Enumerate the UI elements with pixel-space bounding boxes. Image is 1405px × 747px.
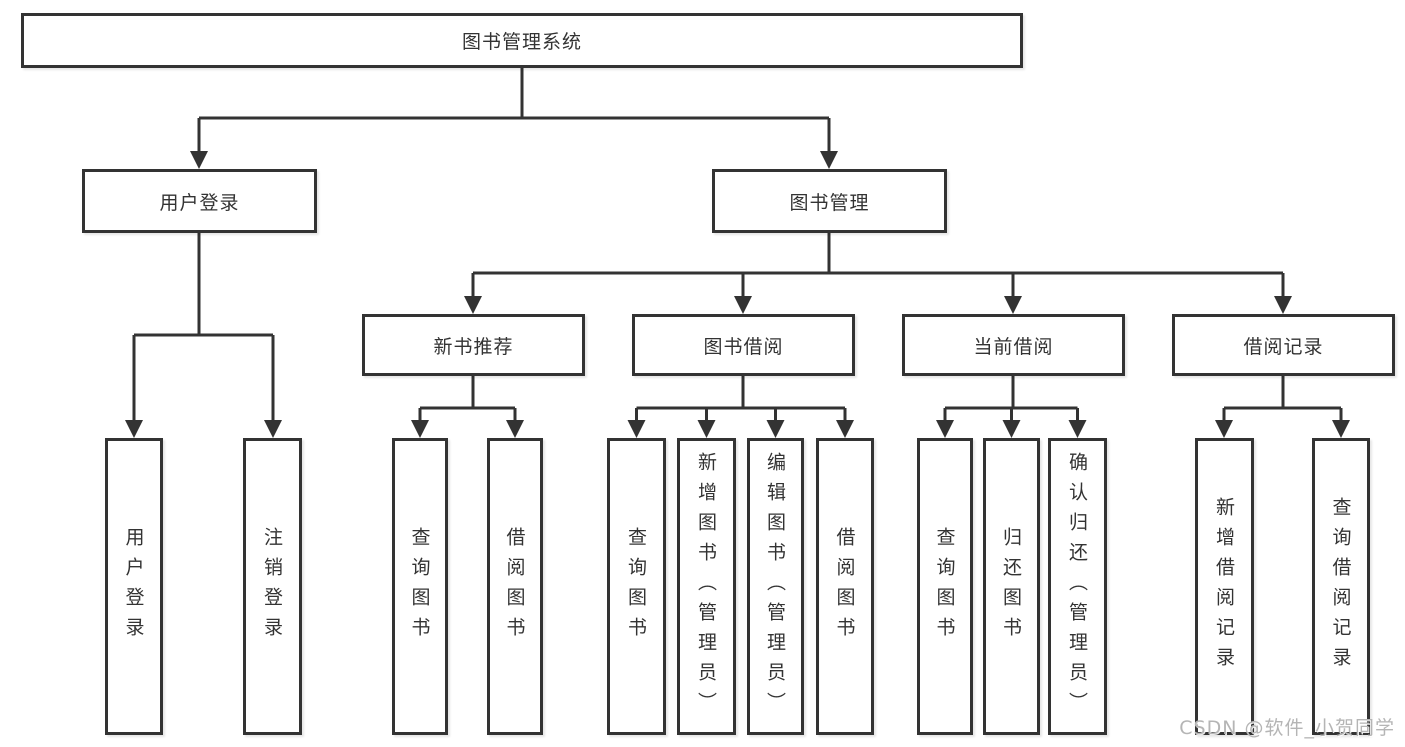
leaf-label: 查询图书 <box>408 526 431 647</box>
node-label: 新书推荐 <box>433 335 514 358</box>
node-label: 图书借阅 <box>703 335 784 358</box>
node-book-borrow: 图书借阅 <box>632 314 855 376</box>
node-user-login-branch: 用户登录 <box>82 169 317 233</box>
leaf-add-borrow-record: 新增借阅记录 <box>1195 438 1254 735</box>
leaf-add-books-admin: 新增图书（管理员） <box>677 438 736 735</box>
leaf-label: 查询借阅记录 <box>1329 496 1352 677</box>
leaf-label: 注销登录 <box>261 526 283 647</box>
leaf-label: 归还图书 <box>1000 526 1022 647</box>
leaf-label: 借阅图书 <box>503 526 526 647</box>
leaf-label: 查询图书 <box>933 526 956 647</box>
leaf-label: 确认归还（管理员） <box>1066 451 1088 722</box>
leaf-borrow-books-recommend: 借阅图书 <box>487 438 543 735</box>
leaf-logout: 注销登录 <box>243 438 302 735</box>
node-label: 用户登录 <box>159 191 240 214</box>
leaf-label: 编辑图书（管理员） <box>764 451 786 722</box>
leaf-borrow-books: 借阅图书 <box>816 438 874 735</box>
watermark: CSDN @软件_小贺同学 <box>1179 717 1395 739</box>
leaf-confirm-return-admin: 确认归还（管理员） <box>1048 438 1107 735</box>
leaf-label: 用户登录 <box>122 526 145 647</box>
leaf-label: 查询图书 <box>625 526 647 647</box>
node-library-management-system: 图书管理系统 <box>21 13 1023 68</box>
leaf-label: 借阅图书 <box>833 526 856 647</box>
leaf-edit-books-admin: 编辑图书（管理员） <box>747 438 804 735</box>
leaf-query-borrow-record: 查询借阅记录 <box>1312 438 1370 735</box>
node-new-book-recommend: 新书推荐 <box>362 314 585 376</box>
leaf-return-books: 归还图书 <box>983 438 1040 735</box>
node-label: 图书管理系统 <box>461 31 582 53</box>
leaf-label: 新增图书（管理员） <box>695 451 717 722</box>
leaf-label: 新增借阅记录 <box>1213 496 1235 677</box>
leaf-user-login: 用户登录 <box>105 438 163 735</box>
leaf-query-books-recommend: 查询图书 <box>392 438 448 735</box>
node-label: 借阅记录 <box>1243 335 1324 358</box>
node-borrow-records: 借阅记录 <box>1172 314 1395 376</box>
node-label: 图书管理 <box>789 191 870 214</box>
node-book-management-branch: 图书管理 <box>712 169 947 233</box>
leaf-query-books-borrow: 查询图书 <box>607 438 666 735</box>
node-label: 当前借阅 <box>973 335 1054 358</box>
node-current-borrow: 当前借阅 <box>902 314 1125 376</box>
leaf-query-books-current: 查询图书 <box>917 438 973 735</box>
